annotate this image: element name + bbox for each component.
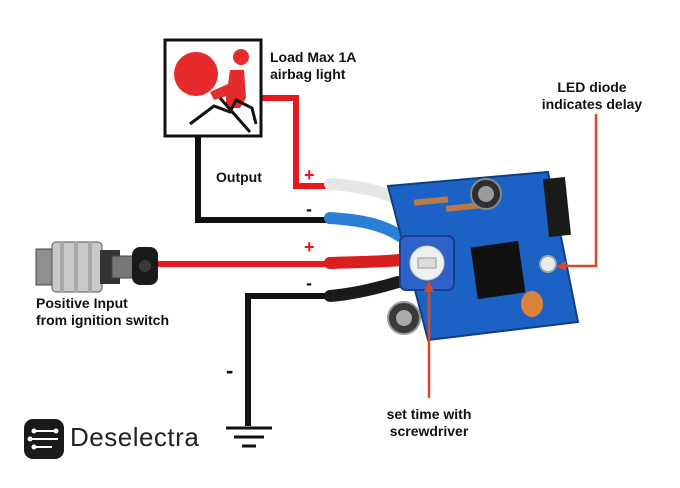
led-label: LED diode indicates delay xyxy=(541,79,643,112)
output-plus-sign: + xyxy=(304,165,315,185)
ground-black-wire xyxy=(245,293,330,426)
input-plus-sign: + xyxy=(304,237,315,257)
connector-header xyxy=(543,177,571,237)
input-minus-sign: - xyxy=(306,273,312,293)
ic-chip xyxy=(470,240,526,300)
led-callout-line xyxy=(560,114,598,268)
input-wires xyxy=(156,261,330,426)
output-label: Output xyxy=(216,169,262,185)
ground-minus-label: - xyxy=(226,358,234,383)
positive-input-label: Positive Input from ignition switch xyxy=(36,295,169,328)
airbag-warning-icon xyxy=(163,38,263,138)
ground-symbol-icon xyxy=(226,426,272,448)
led-diode xyxy=(539,255,557,273)
output-wires xyxy=(195,95,330,223)
ceramic-capacitor xyxy=(521,291,543,317)
output-minus-sign: - xyxy=(306,199,312,219)
load-label: Load Max 1A airbag light xyxy=(270,49,357,82)
brand-logo-text: Deselectra xyxy=(70,422,200,452)
output-black-wire xyxy=(195,136,330,223)
output-red-wire xyxy=(262,95,330,189)
timer-pcb xyxy=(386,170,580,342)
set-time-label: set time with screwdriver xyxy=(386,406,472,439)
ignition-key-icon xyxy=(35,241,158,293)
circuit-logo-icon xyxy=(24,419,64,459)
callout-lines xyxy=(424,114,598,398)
